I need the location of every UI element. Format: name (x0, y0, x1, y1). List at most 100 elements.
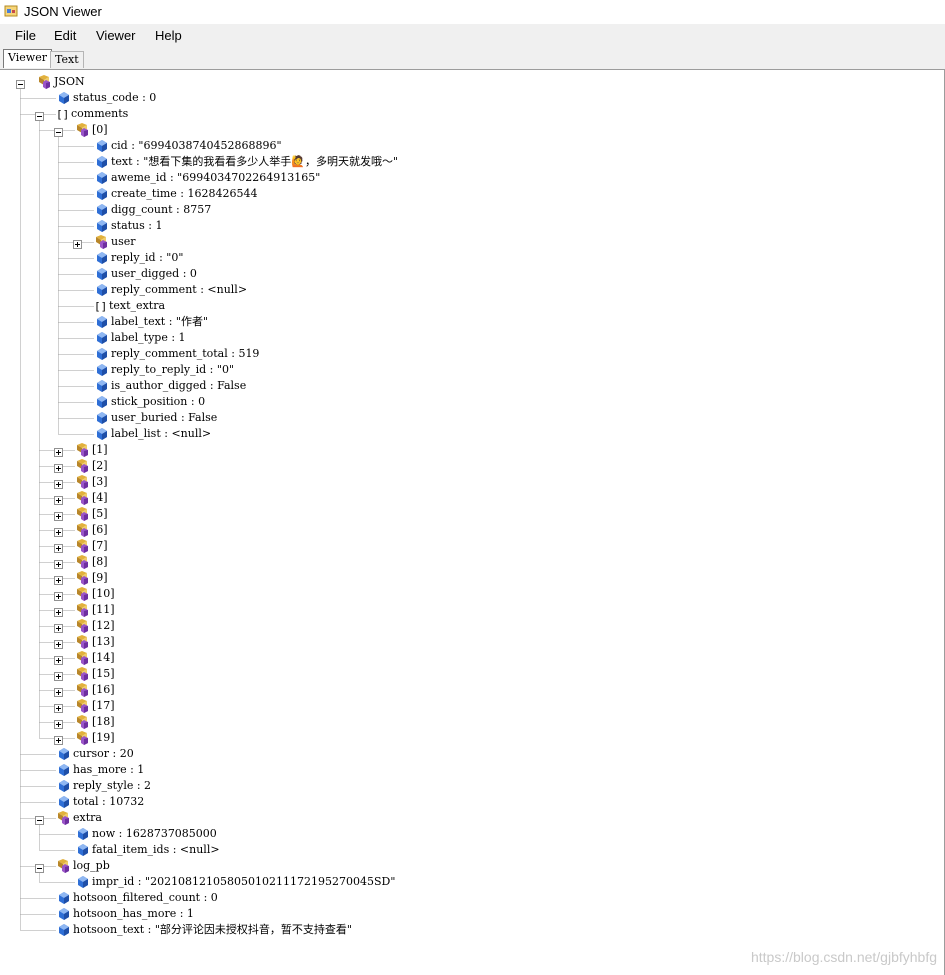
menu-help[interactable]: Help (155, 28, 182, 43)
value-node-icon (96, 282, 108, 303)
tree-node-label: [13] (92, 635, 115, 648)
object-node-icon (74, 474, 90, 495)
array-node-icon: [] (55, 106, 69, 127)
value-node-icon (96, 410, 108, 431)
tree-node-label: [3] (92, 475, 108, 488)
tree-node-label: reply_comment_total : 519 (111, 347, 260, 360)
value-node-icon (58, 794, 70, 815)
tree-node-label: is_author_digged : False (111, 379, 247, 392)
object-node-icon (55, 858, 71, 879)
object-node-icon (74, 586, 90, 607)
collapse-minus-icon[interactable] (16, 78, 25, 89)
expand-plus-icon[interactable] (54, 478, 63, 489)
expand-plus-icon[interactable] (54, 638, 63, 649)
tree-node-label: cid : "6994038740452868896" (111, 139, 282, 152)
object-node-icon (74, 506, 90, 527)
tree-node-label: [14] (92, 651, 115, 664)
value-node-icon (96, 314, 108, 335)
value-node-icon (96, 170, 108, 191)
tree-node-label: [15] (92, 667, 115, 680)
value-node-icon (96, 138, 108, 159)
tree-node-label: [12] (92, 619, 115, 632)
tree-node-label: status : 1 (111, 219, 163, 232)
tree-node-label: comments (71, 107, 129, 120)
object-node-icon (74, 682, 90, 703)
expand-plus-icon[interactable] (54, 446, 63, 457)
tree-node-label: aweme_id : "6994034702264913165" (111, 171, 321, 184)
tree-node-label: user_buried : False (111, 411, 218, 424)
expand-plus-icon[interactable] (54, 734, 63, 745)
svg-text:[]: [] (56, 108, 69, 121)
tree-node-label: label_text : "作者" (111, 315, 209, 328)
expand-plus-icon[interactable] (54, 590, 63, 601)
value-node-icon (96, 426, 108, 447)
json-tree-panel[interactable] (0, 69, 945, 975)
tree-node-label: has_more : 1 (73, 763, 145, 776)
expand-plus-icon[interactable] (54, 702, 63, 713)
tree-node-label: log_pb (73, 859, 110, 872)
menu-edit[interactable]: Edit (54, 28, 77, 43)
tree-node-label: reply_to_reply_id : "0" (111, 363, 235, 376)
tree-node-label: fatal_item_ids : <null> (92, 843, 220, 856)
tree-node-label: label_type : 1 (111, 331, 186, 344)
tree-node-label: impr_id : "20210812105805010211172195270… (92, 875, 396, 888)
expand-plus-icon[interactable] (54, 462, 63, 473)
tree-node-label: [9] (92, 571, 108, 584)
expand-plus-icon[interactable] (54, 686, 63, 697)
tree-node-label: text_extra (109, 299, 166, 312)
expand-plus-icon[interactable] (54, 542, 63, 553)
expand-plus-icon[interactable] (54, 718, 63, 729)
expand-plus-icon[interactable] (54, 670, 63, 681)
tree-node-label: reply_id : "0" (111, 251, 184, 264)
tree-node-label: stick_position : 0 (111, 395, 206, 408)
expand-plus-icon[interactable] (54, 654, 63, 665)
value-node-icon (96, 394, 108, 415)
tree-node-label: [11] (92, 603, 115, 616)
value-node-icon (77, 826, 89, 847)
expand-plus-icon[interactable] (54, 606, 63, 617)
tree-node-label: label_list : <null> (111, 427, 212, 440)
expand-plus-icon[interactable] (73, 238, 82, 249)
menu-file[interactable]: File (15, 28, 36, 43)
value-node-icon (96, 218, 108, 239)
expand-plus-icon[interactable] (54, 494, 63, 505)
tree-node-label: [6] (92, 523, 108, 536)
tree-node-label: [0] (92, 123, 108, 136)
menu-viewer[interactable]: Viewer (96, 28, 136, 43)
object-node-icon (74, 554, 90, 575)
tree-node-label: total : 10732 (73, 795, 145, 808)
object-node-icon (74, 602, 90, 623)
object-node-icon (74, 730, 90, 751)
collapse-minus-icon[interactable] (35, 862, 44, 873)
tree-node-label: [5] (92, 507, 108, 520)
value-node-icon (96, 154, 108, 175)
svg-text:[]: [] (94, 300, 107, 313)
tree-node-label: [10] (92, 587, 115, 600)
json-viewer-app-icon (4, 5, 18, 17)
value-node-icon (96, 330, 108, 351)
value-node-icon (96, 346, 108, 367)
object-node-icon (93, 234, 109, 255)
expand-plus-icon[interactable] (54, 574, 63, 585)
expand-plus-icon[interactable] (54, 526, 63, 537)
tab-viewer[interactable]: Viewer (3, 49, 52, 68)
value-node-icon (58, 762, 70, 783)
expand-plus-icon[interactable] (54, 510, 63, 521)
object-node-icon (74, 618, 90, 639)
collapse-minus-icon[interactable] (35, 814, 44, 825)
value-node-icon (58, 746, 70, 767)
expand-plus-icon[interactable] (54, 558, 63, 569)
tab-text[interactable]: Text (50, 51, 84, 68)
tree-node-label: reply_comment : <null> (111, 283, 248, 296)
collapse-minus-icon[interactable] (54, 126, 63, 137)
expand-plus-icon[interactable] (54, 622, 63, 633)
watermark: https://blog.csdn.net/gjbfyhbfg (750, 949, 937, 965)
tree-node-label: [19] (92, 731, 115, 744)
tree-node-label: user_digged : 0 (111, 267, 197, 280)
collapse-minus-icon[interactable] (35, 110, 44, 121)
value-node-icon (77, 874, 89, 895)
value-node-icon (77, 842, 89, 863)
tree-node-label: create_time : 1628426544 (111, 187, 258, 200)
tree-node-label: hotsoon_filtered_count : 0 (73, 891, 218, 904)
